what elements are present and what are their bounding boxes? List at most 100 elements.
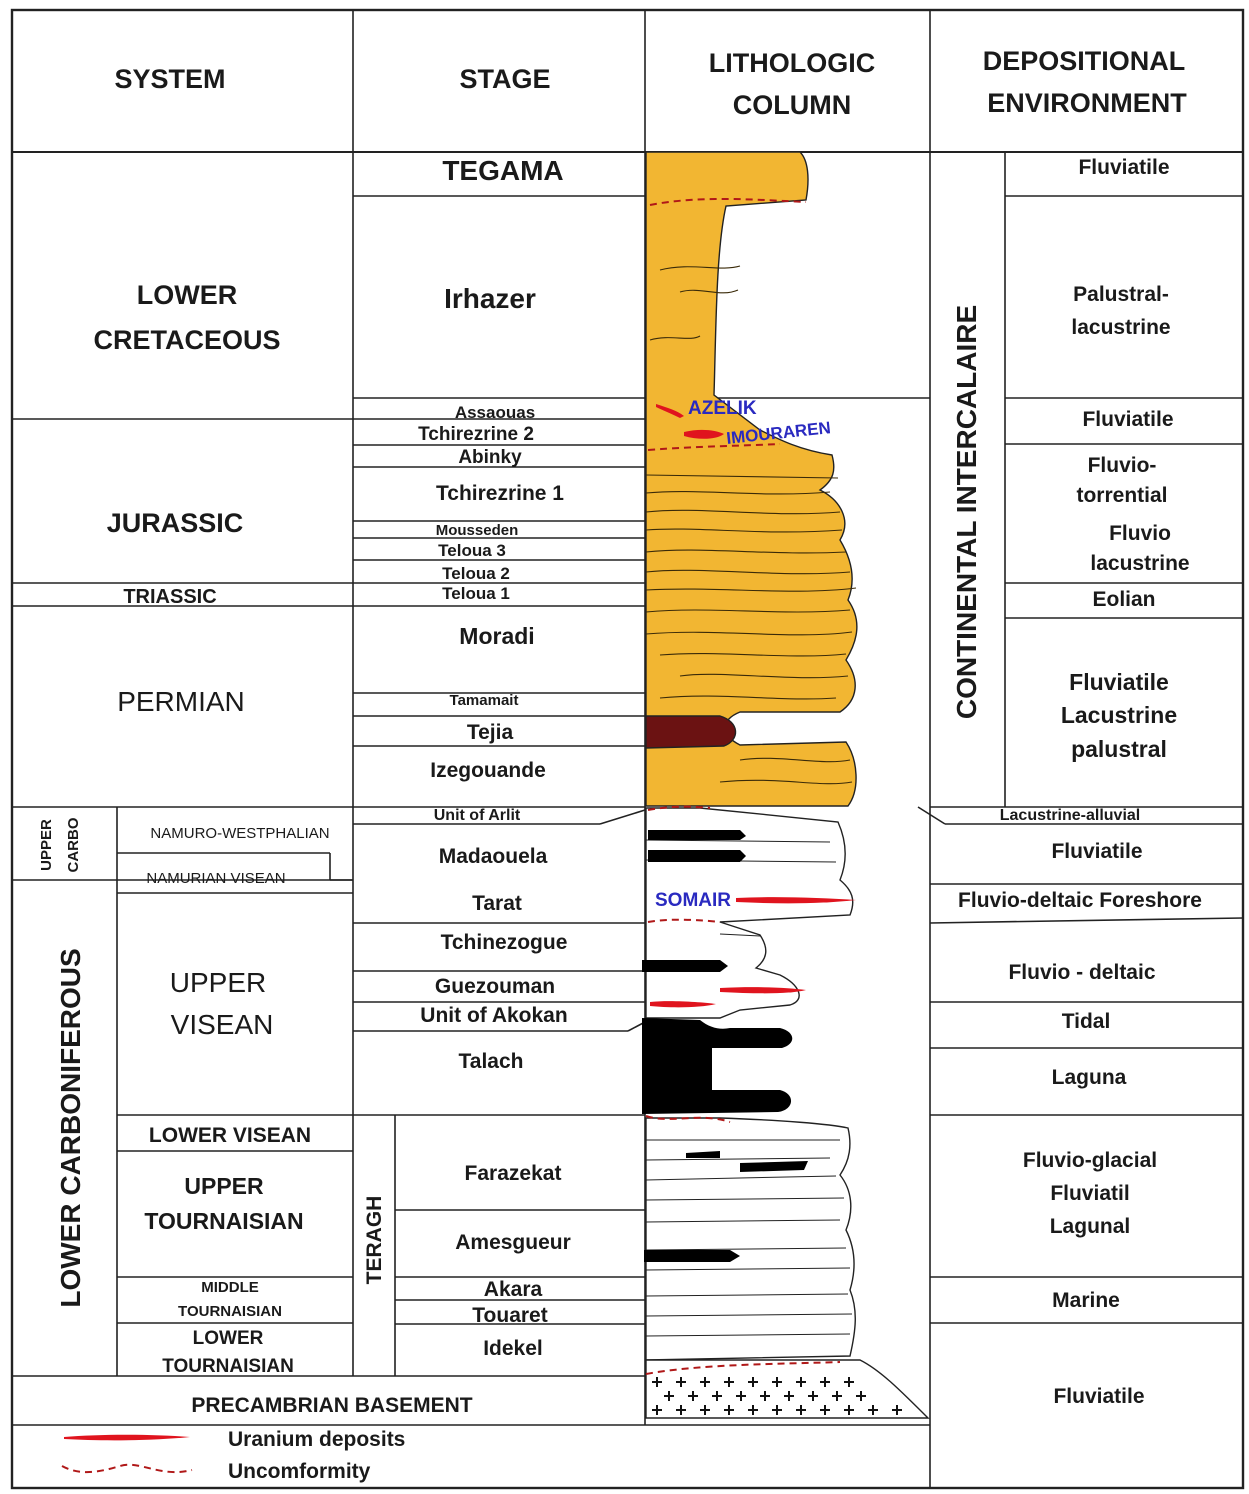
system-lower-cretaceous-1: LOWER [137,280,238,310]
stage-guezouman: Guezouman [435,975,555,998]
env-fluvio-deltaic: Fluvio - deltaic [1008,961,1155,984]
stage-farazekat: Farazekat [465,1162,562,1185]
stage-teloua-3: Teloua 3 [438,541,506,560]
stage-idekel: Idekel [483,1337,543,1360]
env-fluvio-lacustrine-1: Fluvio [1109,522,1171,545]
system-jurassic: JURASSIC [107,508,244,538]
env-eolian: Eolian [1092,588,1155,611]
stage-abinky: Abinky [458,447,522,468]
env-fluviatile-2: Fluviatile [1082,408,1173,431]
coal-layer-amesgueur [644,1250,740,1262]
system-triassic: TRIASSIC [123,586,216,608]
stage-unit-of-akokan: Unit of Akokan [420,1004,567,1027]
env-fluviatile-4: Fluviatile [1053,1385,1144,1408]
substage-labels: NAMURO-WESTPHALIAN NAMURIAN VISEAN UPPER… [144,825,386,1377]
stage-teloua-1: Teloua 1 [442,584,510,603]
env-fluvio-deltaic-foreshore: Fluvio-deltaic Foreshore [958,889,1202,912]
legend-unconformity-label: Uncomformity [228,1460,371,1483]
stage-labels: TEGAMA Irhazer Assaouas Tchirezrine 2 Ab… [418,155,571,1360]
substage-middle-tournaisian-1: MIDDLE [201,1279,259,1296]
substage-namuro-westphalian: NAMURO-WESTPHALIAN [150,825,329,842]
stage-izegouande: Izegouande [430,759,546,782]
system-upper-carbo-1: UPPER [38,819,55,871]
env-lacustrine-alluvial: Lacustrine-alluvial [1000,807,1141,824]
stage-touaret: Touaret [472,1304,547,1327]
env-palustral-2: lacustrine [1071,316,1170,339]
system-permian: PERMIAN [117,686,245,717]
env-fluvio-glacial-3: Lagunal [1050,1215,1131,1238]
substage-middle-tournaisian-2: TOURNAISIAN [178,1303,282,1320]
stage-tejia: Tejia [467,721,514,744]
legend-uranium-swatch [64,1435,190,1441]
stage-madaouela: Madaouela [439,845,548,868]
stage-moradi: Moradi [459,623,534,649]
stage-mousseden: Mousseden [436,522,519,539]
env-continental-intercalaire: CONTINENTAL INTERCALAIRE [951,305,982,719]
coal-layer-madaouela-1 [648,830,746,840]
env-palustral-1: Palustral- [1073,283,1169,306]
header-stage: STAGE [459,64,550,94]
env-fluvio-torrential-2: torrential [1076,484,1167,507]
substage-upper-visean-1: UPPER [170,967,266,998]
stage-amesgueur: Amesgueur [455,1231,571,1254]
table-grid [12,10,1243,1488]
legend-unconformity-swatch [62,1465,192,1472]
env-fluvio-glacial-1: Fluvio-glacial [1023,1149,1157,1172]
deposit-somair: SOMAIR [655,890,731,911]
stage-akara: Akara [484,1278,543,1301]
header-environment-2: ENVIRONMENT [987,88,1187,118]
deposit-azelik: AZELIK [688,398,757,419]
stage-teloua-2: Teloua 2 [442,564,510,583]
coal-layer-madaouela-2 [648,850,746,862]
substage-upper-tournaisian-1: UPPER [184,1173,264,1199]
coal-layer-tchinezogue [642,960,728,972]
stage-tegama: TEGAMA [442,155,563,186]
stage-assaouas: Assaouas [455,403,535,422]
legend-uranium-label: Uranium deposits [228,1428,405,1451]
env-fluvio-glacial-2: Fluviatil [1050,1182,1129,1205]
stage-tchirezrine-2: Tchirezrine 2 [418,424,534,445]
header-lithologic-2: COLUMN [733,90,851,120]
stage-tamamait: Tamamait [450,692,519,709]
coal-layer-talach [642,1018,792,1114]
sandstone-body [646,152,857,806]
system-upper-carbo-2: CARBO [65,817,82,872]
env-laguna: Laguna [1052,1066,1127,1089]
stage-tarat: Tarat [472,892,522,915]
header-lithologic-1: LITHOLOGIC [709,48,875,78]
stage-irhazer: Irhazer [444,283,536,314]
header-system: SYSTEM [114,64,225,94]
substage-teragh: TERAGH [363,1196,386,1285]
substage-lower-visean: LOWER VISEAN [149,1124,311,1147]
environment-labels: CONTINENTAL INTERCALAIRE Fluviatile Palu… [951,156,1202,1408]
env-fluviatile-lacustrine-palustral-2: Lacustrine [1061,702,1177,728]
system-lower-cretaceous-2: CRETACEOUS [93,325,280,355]
system-lower-carboniferous: LOWER CARBONIFEROUS [55,948,86,1307]
env-fluviatile-lacustrine-palustral-3: palustral [1071,736,1167,762]
env-fluviatile-3: Fluviatile [1051,840,1142,863]
stage-tchirezrine-1: Tchirezrine 1 [436,482,564,505]
stage-unit-of-arlit: Unit of Arlit [434,807,521,824]
substage-lower-tournaisian-1: LOWER [193,1328,264,1349]
system-precambrian-basement: PRECAMBRIAN BASEMENT [191,1394,472,1417]
stage-tchinezogue: Tchinezogue [441,931,568,954]
tejia-layer [646,716,736,748]
substage-upper-visean-2: VISEAN [171,1009,274,1040]
legend: Uranium deposits Uncomformity [62,1428,405,1483]
env-tidal: Tidal [1062,1010,1111,1033]
substage-namurian-visean: NAMURIAN VISEAN [146,870,285,887]
lower-carboniferous-sediments [646,1118,855,1360]
env-fluviatile-lacustrine-palustral-1: Fluviatile [1069,669,1169,695]
header-environment-1: DEPOSITIONAL [983,46,1186,76]
env-fluvio-torrential-1: Fluvio- [1088,454,1157,477]
stage-talach: Talach [459,1050,524,1073]
substage-upper-tournaisian-2: TOURNAISIAN [144,1208,303,1234]
env-marine: Marine [1052,1289,1120,1312]
substage-lower-tournaisian-2: TOURNAISIAN [162,1356,294,1377]
env-fluvio-lacustrine-2: lacustrine [1090,552,1189,575]
header-row: SYSTEM STAGE LITHOLOGIC COLUMN DEPOSITIO… [114,46,1187,120]
system-labels: LOWER CRETACEOUS JURASSIC TRIASSIC PERMI… [38,280,473,1417]
lithologic-column [642,152,928,1418]
env-fluviatile-1: Fluviatile [1078,156,1169,179]
